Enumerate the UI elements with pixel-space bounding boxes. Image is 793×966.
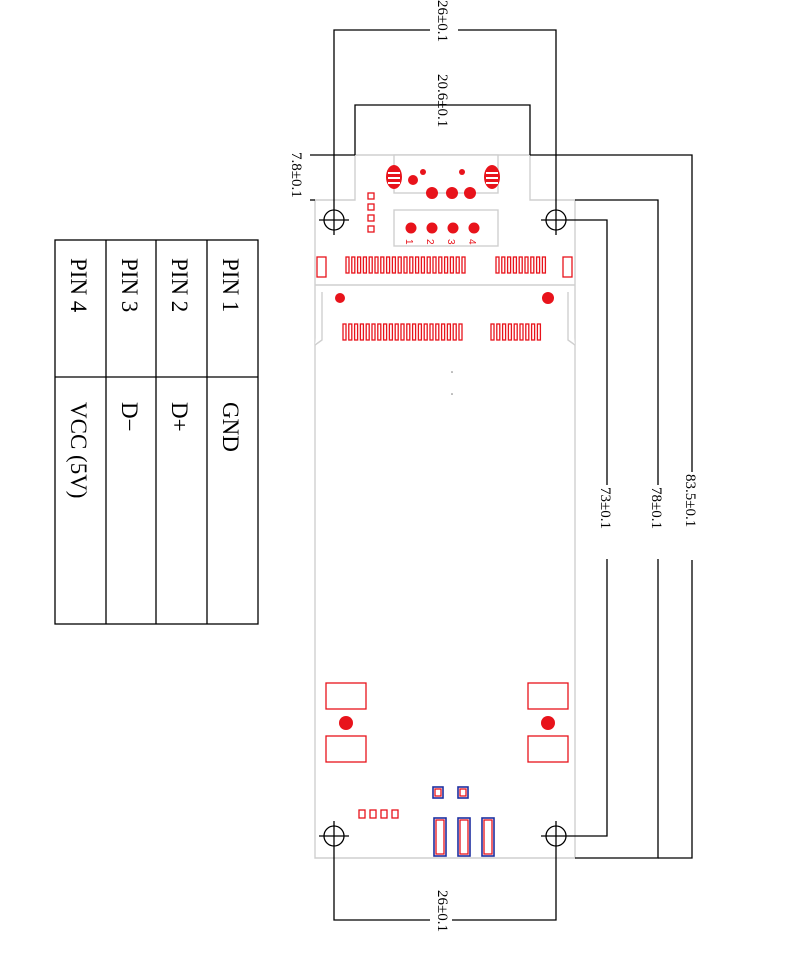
contact-pad: [438, 256, 443, 274]
contact-pad: [397, 256, 402, 274]
contact-pad: [525, 323, 530, 341]
contact-pad: [348, 323, 353, 341]
contact-pad: [342, 323, 347, 341]
contact-pad: [440, 323, 446, 341]
contact-pad: [377, 323, 382, 341]
contact-pad: [371, 323, 376, 341]
contact-pad: [495, 256, 500, 274]
contact-pad: [490, 323, 495, 341]
contact-pad: [385, 256, 391, 274]
contact-pad: [426, 256, 431, 274]
contact-pad: [435, 323, 440, 341]
pin-4-signal: VCC (5V): [66, 402, 91, 498]
pin-header-body: [393, 209, 499, 247]
contact-pad: [455, 256, 460, 274]
contact-pad: [461, 256, 466, 274]
contact-pad: [345, 256, 350, 274]
contact-pad: [368, 256, 373, 274]
contact-pad: [432, 256, 437, 274]
contact-pad: [530, 256, 535, 274]
contact-pad: [409, 256, 414, 274]
pin-1-label: PIN 1: [218, 258, 243, 312]
connector-pin-1: 1: [403, 239, 414, 245]
contact-pad: [411, 323, 417, 341]
contact-pad: [353, 323, 359, 341]
contact-pad: [501, 323, 507, 341]
contact-pad: [359, 323, 365, 341]
contact-pad: [417, 323, 423, 341]
contact-pad: [414, 256, 420, 274]
usb-connector-pads: [386, 165, 500, 199]
dim-total-length: 83.5±0.1: [682, 474, 698, 527]
connector-pin-2: 2: [424, 239, 435, 245]
contact-pad: [391, 256, 397, 274]
contact-pad: [362, 256, 368, 274]
pin-1-signal: GND: [218, 402, 243, 452]
mounting-holes: [319, 205, 571, 851]
edge-contacts: [342, 256, 547, 341]
contact-pad: [535, 256, 541, 274]
dim-length-mid: 78±0.1: [648, 487, 664, 529]
contact-pad: [394, 323, 399, 341]
contact-pad: [446, 323, 452, 341]
contact-pad: [365, 323, 370, 341]
contact-pad: [420, 256, 426, 274]
contact-pad: [541, 256, 547, 274]
dim-top-inner: 20.6±0.1: [434, 74, 450, 127]
contact-pad: [496, 323, 501, 341]
contact-pad: [507, 323, 513, 341]
contact-pad: [506, 256, 512, 274]
contact-pad: [382, 323, 388, 341]
dim-bottom-width: 26±0.1: [434, 890, 450, 932]
contact-pad: [449, 256, 455, 274]
dim-top-outer: 26±0.1: [434, 0, 450, 42]
contact-pad: [530, 323, 536, 341]
contact-pad: [519, 323, 524, 341]
contact-pad: [403, 256, 408, 274]
contact-pad: [518, 256, 523, 274]
contact-pad: [356, 256, 362, 274]
contact-pad: [452, 323, 457, 341]
contact-pad: [406, 323, 411, 341]
contact-pad: [513, 323, 518, 341]
pin-3-signal: D−: [117, 402, 142, 432]
contact-pad: [512, 256, 518, 274]
contact-pad: [443, 256, 449, 274]
dim-top-offset: 7.8±0.1: [288, 152, 304, 198]
contact-pad: [524, 256, 529, 274]
pin-table: PIN 1 GND PIN 2 D+ PIN 3 D− PIN 4 VCC (5…: [54, 239, 259, 625]
usb-connector-body: [393, 154, 499, 194]
pin-2-signal: D+: [167, 402, 192, 432]
contact-pad: [351, 256, 356, 274]
pin-header-pads: 1 2 3 4: [367, 192, 480, 245]
connector-pin-3: 3: [445, 239, 456, 245]
contact-pad: [501, 256, 506, 274]
pin-2-label: PIN 2: [167, 258, 192, 312]
contact-pad: [400, 323, 405, 341]
contact-pad: [536, 323, 542, 341]
contact-pad: [429, 323, 434, 341]
contact-pad: [388, 323, 394, 341]
contact-pad: [374, 256, 379, 274]
lower-components: [325, 682, 569, 857]
connector-pin-4: 4: [466, 239, 477, 245]
contact-pad: [423, 323, 428, 341]
pin-3-label: PIN 3: [117, 258, 142, 312]
dim-hole-spacing: 73±0.1: [597, 487, 613, 529]
pin-4-label: PIN 4: [66, 258, 91, 313]
contact-pad: [458, 323, 463, 341]
board-slot: [314, 284, 575, 346]
contact-pad: [380, 256, 385, 274]
